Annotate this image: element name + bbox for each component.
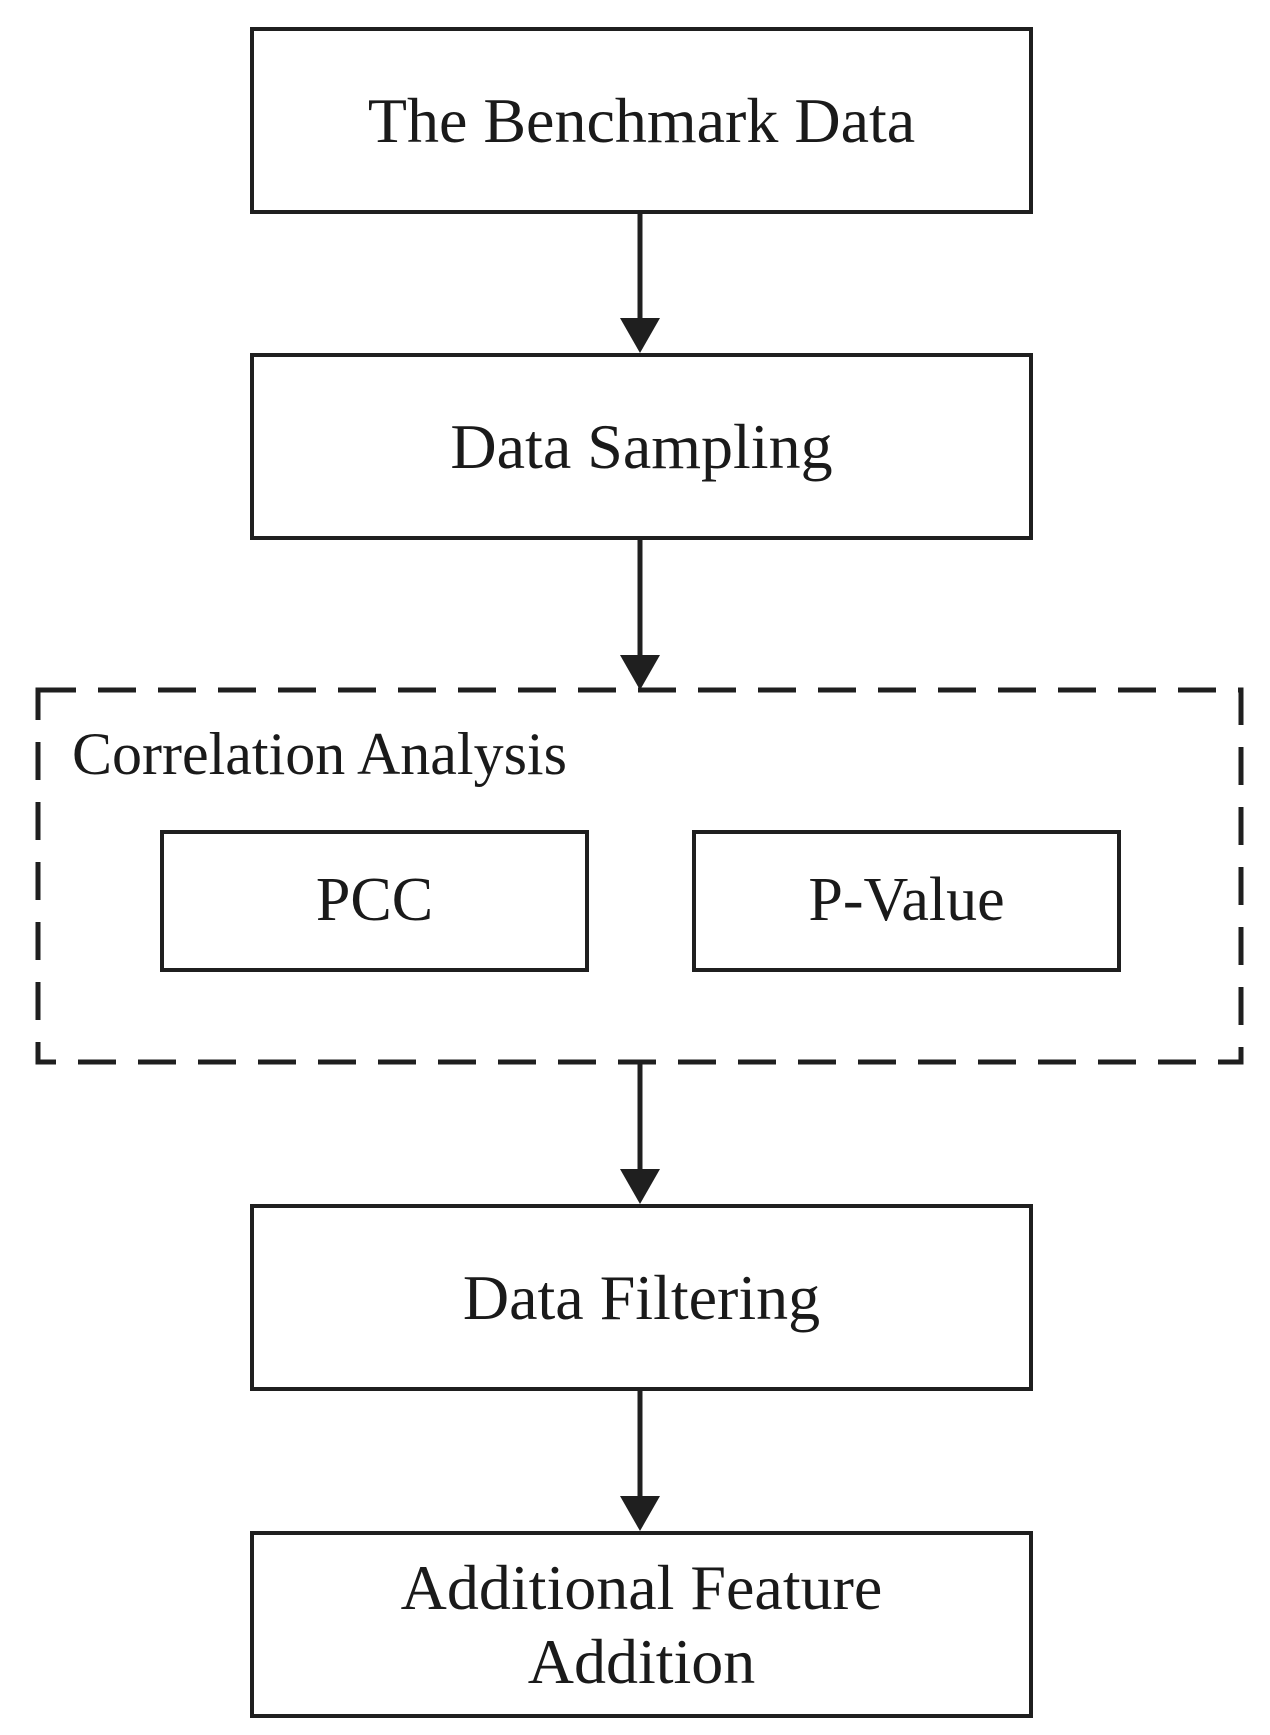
p-value-node: P-Value xyxy=(692,830,1121,972)
data-filtering-node: Data Filtering xyxy=(250,1204,1033,1391)
benchmark-data-label: The Benchmark Data xyxy=(367,84,916,156)
arrowhead-filtering-to-addition xyxy=(620,1496,660,1531)
pcc-label: PCC xyxy=(315,866,434,935)
additional-feature-addition-label: Additional Feature Addition xyxy=(400,1551,883,1697)
arrowhead-benchmark-to-sampling xyxy=(620,318,660,353)
p-value-label: P-Value xyxy=(808,866,1005,935)
pcc-node: PCC xyxy=(160,830,589,972)
benchmark-data-node: The Benchmark Data xyxy=(250,27,1033,214)
arrowhead-sampling-to-correlation xyxy=(620,655,660,690)
additional-feature-addition-node: Additional Feature Addition xyxy=(250,1531,1033,1718)
data-sampling-node: Data Sampling xyxy=(250,353,1033,540)
data-sampling-label: Data Sampling xyxy=(450,410,833,482)
correlation-analysis-label: Correlation Analysis xyxy=(72,721,567,787)
arrowhead-correlation-to-filtering xyxy=(620,1169,660,1204)
data-filtering-label: Data Filtering xyxy=(462,1261,821,1333)
